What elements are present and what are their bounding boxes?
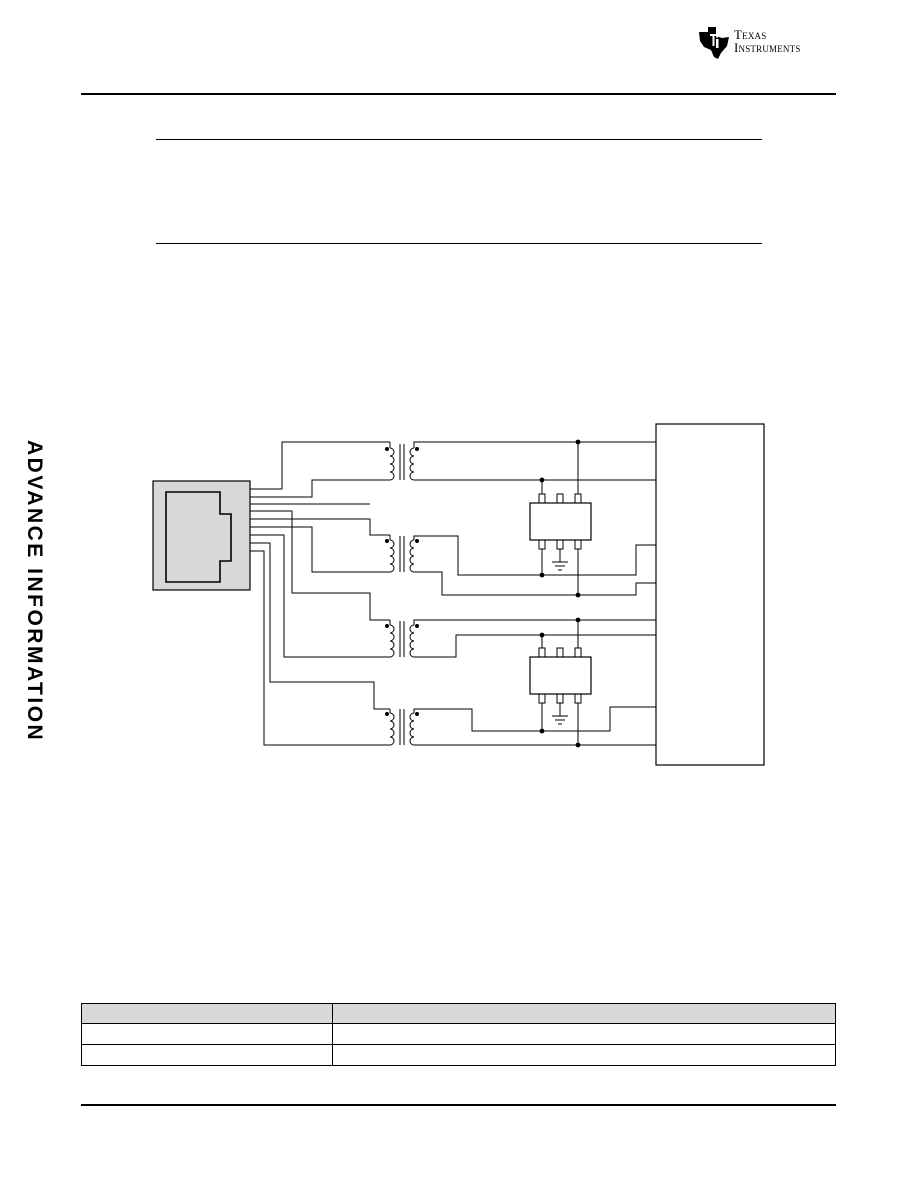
ti-logo: Texas Instruments: [696, 24, 840, 62]
footer-rule: [81, 1104, 836, 1106]
transformer-3: [389, 619, 656, 658]
logo-line-texas: Texas: [734, 27, 767, 42]
logo-line-instruments: Instruments: [734, 40, 801, 55]
header-rule: [81, 93, 836, 95]
table-header-row: [81, 1003, 836, 1024]
rj45-connector: [152, 480, 251, 591]
table-row: [81, 1044, 836, 1066]
ethernet-protection-schematic: [152, 423, 765, 766]
tvs-ic-1: [529, 442, 592, 595]
tvs-ic-2: [529, 620, 592, 745]
figure-bottom-rule: [156, 243, 762, 244]
logo-wordmark: Texas Instruments: [734, 28, 801, 54]
transformer-4: [389, 706, 656, 746]
texas-state-icon: [699, 27, 729, 59]
table-row: [81, 1023, 836, 1045]
table-header-cell: [81, 1003, 333, 1024]
transformer-2: [389, 535, 656, 596]
table-cell: [332, 1023, 836, 1045]
advance-information-banner: ADVANCE INFORMATION: [23, 440, 46, 743]
table-cell: [332, 1044, 836, 1066]
info-table: [81, 1003, 836, 1066]
table-cell: [81, 1023, 333, 1045]
rj45-port-outline: [165, 491, 232, 583]
table-cell: [81, 1044, 333, 1066]
figure-top-rule: [156, 139, 762, 140]
transformer-1: [389, 441, 656, 481]
table-header-cell: [332, 1003, 836, 1024]
phy-block: [655, 423, 765, 766]
